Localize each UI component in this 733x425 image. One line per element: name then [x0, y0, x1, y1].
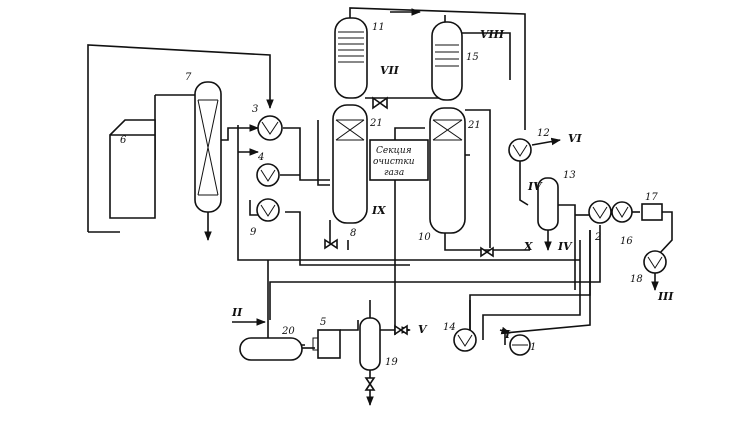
stream-IV-b: IV: [557, 240, 573, 253]
exchanger-3: [257, 115, 283, 141]
gas-cleaning-line1: Секция: [376, 146, 412, 156]
gas-cleaning-section: [369, 139, 429, 181]
stream-III: III: [657, 290, 674, 303]
valve-10: [480, 246, 494, 258]
label-13: 13: [563, 170, 576, 181]
label-12: 12: [537, 128, 550, 139]
stream-VIII: VIII: [480, 28, 505, 41]
label-17: 17: [645, 192, 658, 203]
furnace-6: [109, 119, 156, 219]
exchanger-18: [643, 250, 667, 274]
stream-labels: I II III IV IV V VI VII VIII IX X: [231, 28, 674, 341]
label-14: 14: [443, 322, 456, 333]
equipment: [109, 17, 667, 391]
valve-19-bottom: [364, 377, 376, 391]
label-21a: 21: [369, 118, 383, 129]
label-11: 11: [372, 22, 385, 33]
valve-8: [324, 238, 338, 250]
label-18: 18: [630, 274, 643, 285]
label-7: 7: [185, 72, 192, 83]
exchanger-12: [508, 138, 532, 162]
column-8: [332, 104, 368, 224]
exchanger-2: [588, 200, 612, 224]
label-6: 6: [120, 135, 127, 146]
stream-IV-a: IV: [527, 180, 543, 193]
exchanger-4: [256, 163, 280, 187]
stream-II: II: [231, 306, 243, 319]
separator-13: [537, 177, 559, 231]
drum-20: [239, 337, 303, 361]
column-15: [431, 21, 463, 101]
column-10: [429, 107, 466, 234]
label-2: 2: [594, 232, 601, 243]
equipment-labels: 1 2 3 4 5 6 7 8 9 10 11 12 13 14 15 16 1…: [120, 22, 658, 368]
stream-V: V: [418, 323, 428, 336]
vessel-19: [359, 317, 381, 371]
valve-top: [372, 96, 388, 110]
label-15: 15: [466, 52, 479, 63]
gas-cleaning-line3: газа: [384, 168, 404, 178]
pump-14: [453, 328, 477, 352]
stream-VI: VI: [568, 132, 583, 145]
label-10: 10: [418, 232, 431, 243]
label-8: 8: [350, 228, 356, 239]
exchanger-9: [256, 198, 280, 222]
valve-V: [394, 324, 408, 336]
gas-cleaning-label: Секция очистки газа: [373, 146, 415, 178]
label-21b: 21: [467, 120, 481, 131]
label-5: 5: [320, 317, 326, 328]
stream-VII: VII: [380, 64, 400, 77]
stream-IX: IX: [371, 204, 386, 217]
label-20: 20: [281, 326, 295, 337]
stream-I: I: [504, 328, 511, 341]
piping: [87, 7, 673, 406]
exchanger-16: [611, 201, 633, 223]
label-1: 1: [530, 342, 536, 353]
label-19: 19: [385, 357, 398, 368]
unit-17: [641, 203, 663, 221]
stream-X: X: [523, 240, 533, 253]
label-9: 9: [250, 227, 257, 238]
gas-cleaning-line2: очистки: [373, 157, 415, 167]
label-3: 3: [252, 104, 258, 115]
compressor-5: [317, 329, 341, 359]
label-16: 16: [620, 236, 633, 247]
column-11: [334, 17, 368, 99]
label-4: 4: [257, 152, 264, 163]
